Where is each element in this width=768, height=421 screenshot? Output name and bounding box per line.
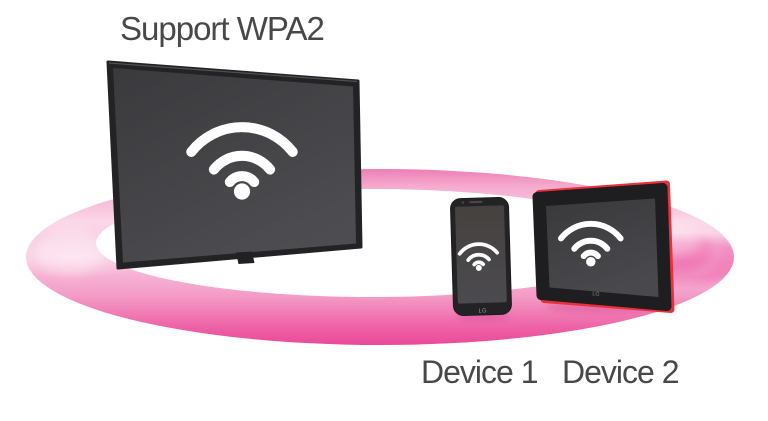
lg-logo: LG	[592, 291, 600, 297]
tv-screen	[113, 68, 356, 263]
tv-top-highlight	[108, 62, 358, 83]
tablet: LG	[532, 180, 675, 314]
tablet-screen	[546, 198, 659, 297]
smartphone: LG	[450, 196, 512, 322]
camera-dot	[461, 201, 465, 204]
label-device-1: Device 1	[421, 354, 538, 390]
title-support-wpa2: Support WPA2	[120, 10, 325, 47]
tv	[106, 60, 363, 270]
label-device-2: Device 2	[562, 354, 679, 390]
lg-logo: LG	[479, 308, 488, 314]
speaker-slit	[469, 200, 483, 204]
tv-stand	[236, 251, 255, 264]
